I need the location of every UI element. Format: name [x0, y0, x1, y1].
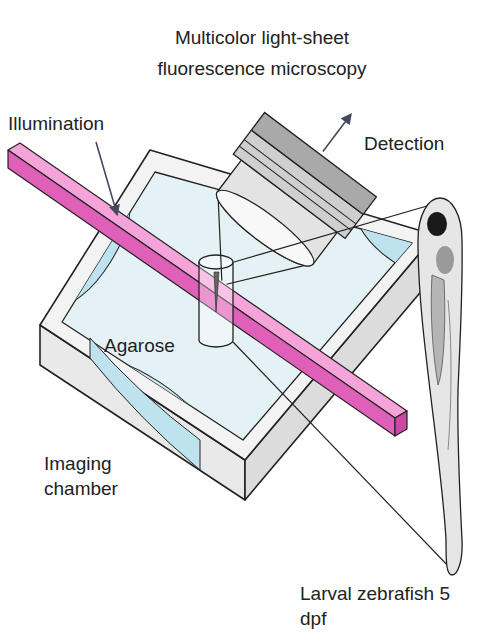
illumination-arrow [96, 142, 117, 214]
sample-fish [214, 272, 219, 312]
agarose-cylinder [199, 255, 233, 269]
agarose-cylinder [199, 262, 233, 347]
zoom-line [234, 206, 427, 262]
agarose-label: Agarose [104, 334, 196, 359]
light-sheet-beam [395, 411, 407, 436]
zebrafish-illustration [418, 198, 462, 575]
detection-objective [168, 73, 406, 325]
illumination-label: Illumination [8, 112, 138, 137]
detection-label: Detection [364, 132, 484, 157]
chamber-label: Imaging chamber [44, 452, 144, 501]
microscope-label: Multicolor light-sheet fluorescence micr… [132, 22, 392, 85]
zoom-line [233, 342, 452, 570]
glass-window [90, 338, 200, 470]
fish-label: Larval zebrafish 5 dpf [300, 582, 465, 631]
